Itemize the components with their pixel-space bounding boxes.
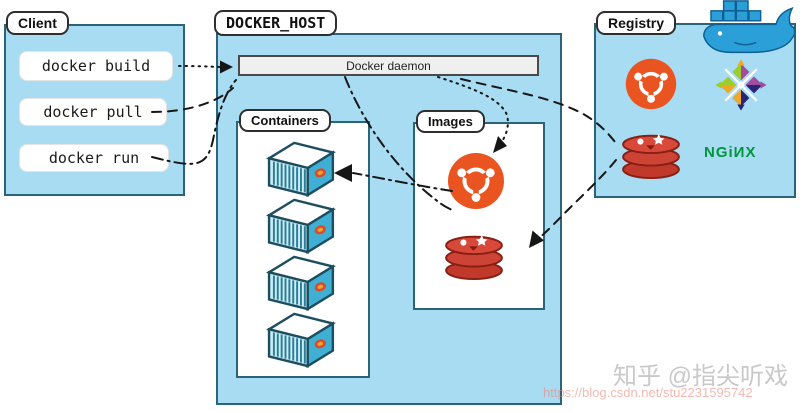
docker-run-command: docker run [20,145,168,171]
redis-registry-logo [620,130,682,180]
docker-daemon-label: Docker daemon [346,58,431,73]
docker-host-label: DOCKER_HOST [214,10,338,36]
watermark-url: https://blog.csdn.net/stu2231595742 [543,385,753,400]
client-label: Client [6,11,69,35]
shipping-container-icon [263,253,337,311]
build-to-daemon-connector [178,65,222,68]
ubuntu-image-logo [446,151,506,211]
shipping-container-icon [263,196,337,254]
watermark-credit: 知乎 @指尖听戏 [612,363,788,390]
shipping-container-icon [263,139,337,197]
nginx-wordmark: NGiИX [704,144,757,161]
docker-daemon-bar: Docker daemon [238,55,539,76]
ubuntu-registry-logo [624,57,678,111]
centos-logo [715,59,767,111]
docker-build-command: docker build [20,52,172,80]
registry-label: Registry [596,11,677,35]
docker-whale-logo [698,0,798,56]
docker-pull-command: docker pull [20,99,166,125]
containers-label: Containers [239,109,331,132]
images-label: Images [416,110,485,133]
redis-image-logo [443,231,505,281]
shipping-container-icon [263,310,337,368]
